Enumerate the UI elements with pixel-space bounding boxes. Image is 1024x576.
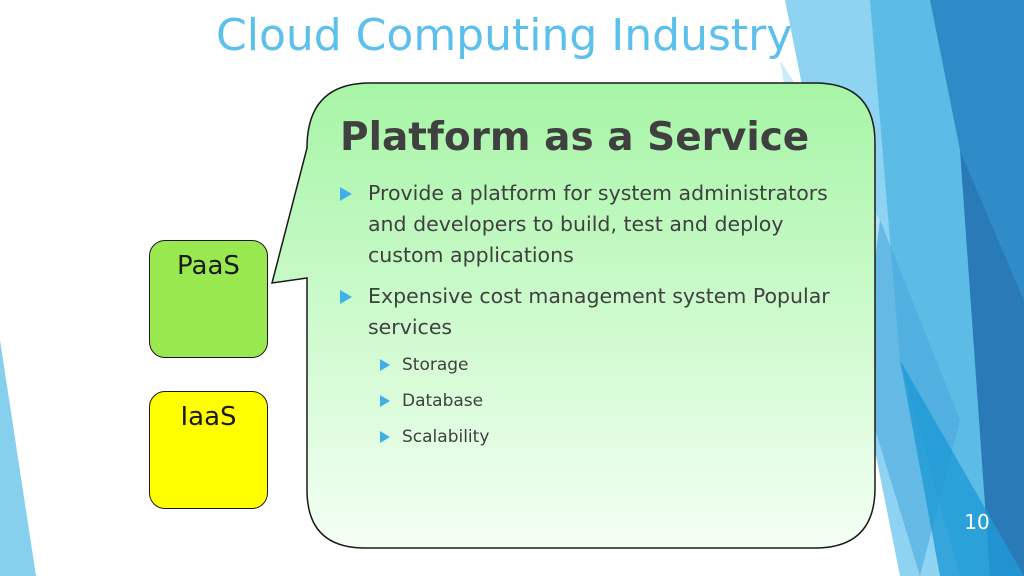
bullet-item: Provide a platform for system administra…	[340, 178, 860, 271]
sub-bullet-text: Storage	[402, 355, 469, 375]
sub-bullet-text: Scalability	[402, 427, 490, 447]
bullet-arrow-icon	[380, 431, 390, 443]
callout-content: Platform as a Service Provide a platform…	[340, 108, 860, 528]
sub-bullet-text: Database	[402, 391, 484, 411]
sub-bullet-item: Scalability	[380, 425, 860, 449]
bullet-arrow-icon	[340, 187, 352, 201]
sub-bullet-item: Storage	[380, 353, 860, 377]
page-number: 10	[964, 510, 990, 534]
bullet-arrow-icon	[340, 290, 352, 304]
bullet-text: Provide a platform for system administra…	[368, 181, 828, 267]
callout-heading: Platform as a Service	[340, 115, 810, 160]
bullet-text: Expensive cost management system Popular…	[368, 284, 830, 339]
slide-title: Cloud Computing Industry	[216, 10, 793, 61]
bullet-arrow-icon	[380, 395, 390, 407]
paas-box: PaaS	[149, 240, 268, 358]
sub-bullet-item: Database	[380, 389, 860, 413]
iaas-box: IaaS	[149, 391, 268, 509]
bullet-arrow-icon	[380, 359, 390, 371]
bullet-item: Expensive cost management system Popular…	[340, 281, 860, 343]
